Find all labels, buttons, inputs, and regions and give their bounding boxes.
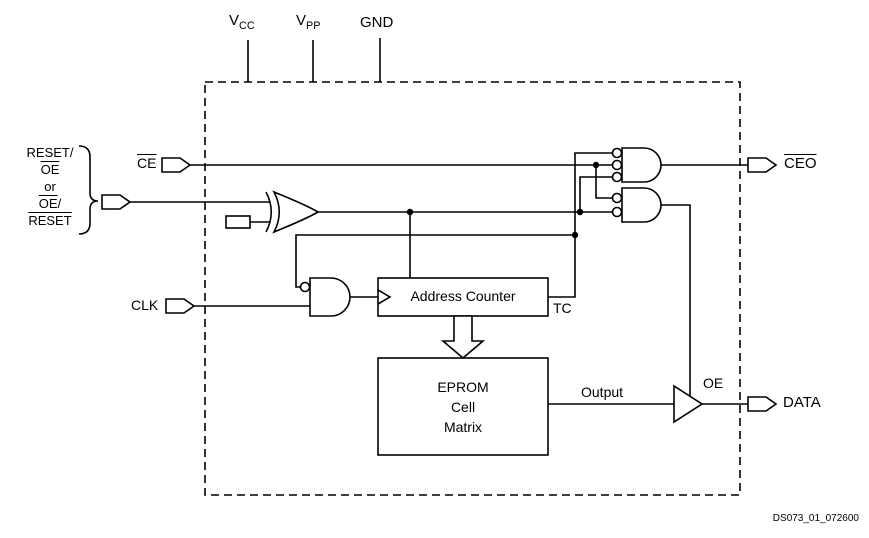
clk-label: CLK — [131, 297, 159, 313]
xor-gate — [272, 190, 320, 234]
output-enable-and-gate — [621, 187, 662, 223]
figure-reference-watermark: DS073_01_072600 — [772, 513, 859, 524]
counter-clock-triangle — [377, 289, 392, 305]
ceo-and-gate — [621, 147, 662, 183]
output-enable-wire — [661, 204, 691, 396]
ceo-output-pin — [747, 157, 778, 173]
reset-oe-line1: RESET/ — [26, 145, 74, 160]
output-label: Output — [581, 384, 624, 400]
polarity-option-box — [225, 215, 251, 229]
clock-gate-bubble — [299, 281, 311, 293]
vpp-label: VPP — [296, 12, 321, 32]
vcc-label: VCC — [229, 12, 255, 32]
data-output-pin — [747, 396, 778, 412]
gnd-label: GND — [360, 14, 394, 31]
tc-wire — [548, 152, 612, 298]
reset-oe-line4: OE/ — [38, 196, 62, 211]
eprom-matrix-box — [377, 357, 549, 456]
eprom-matrix-label: EPROM Cell Matrix — [437, 378, 489, 435]
address-bus-block-arrow — [440, 315, 486, 360]
ce-input-pin — [161, 157, 192, 173]
junction-dot — [406, 208, 414, 216]
ceo-label: CEO — [784, 155, 817, 172]
chip-boundary-dashed-box — [204, 81, 741, 496]
reset-oe-line3: or — [44, 179, 56, 194]
address-counter-label: Address Counter — [410, 288, 516, 305]
ce-to-oe-gate-branch — [595, 165, 612, 199]
junction-dot — [576, 208, 584, 216]
oe-to-ceo-gate-branch — [579, 176, 612, 212]
reset-oe-input-pin — [101, 194, 132, 210]
ce-label: CE — [137, 155, 157, 171]
junction-dot — [571, 231, 579, 239]
address-counter-box — [377, 277, 549, 317]
junction-dot — [592, 161, 600, 169]
clk-input-pin — [165, 298, 196, 314]
ceo-gate-bubble-1 — [611, 147, 623, 159]
data-label: DATA — [783, 394, 821, 411]
tc-label: TC — [553, 300, 572, 316]
ceo-gate-bubble-3 — [611, 171, 623, 183]
oe-gate-bubble-2 — [611, 206, 623, 218]
output-buffer-triangle — [673, 384, 704, 424]
reset-oe-line2: OE — [40, 162, 60, 177]
oe-label: OE — [703, 375, 724, 391]
xor-gate-input-arc — [265, 191, 273, 233]
reset-oe-brace — [78, 145, 99, 235]
reset-oe-option-label: RESET/ OE or OE/ RESET — [18, 144, 82, 229]
oe-gate-bubble-1 — [611, 192, 623, 204]
tc-feedback-wire — [295, 234, 575, 288]
ceo-gate-bubble-2 — [611, 159, 623, 171]
clock-and-gate — [309, 277, 351, 317]
reset-oe-line5: RESET — [28, 213, 72, 228]
